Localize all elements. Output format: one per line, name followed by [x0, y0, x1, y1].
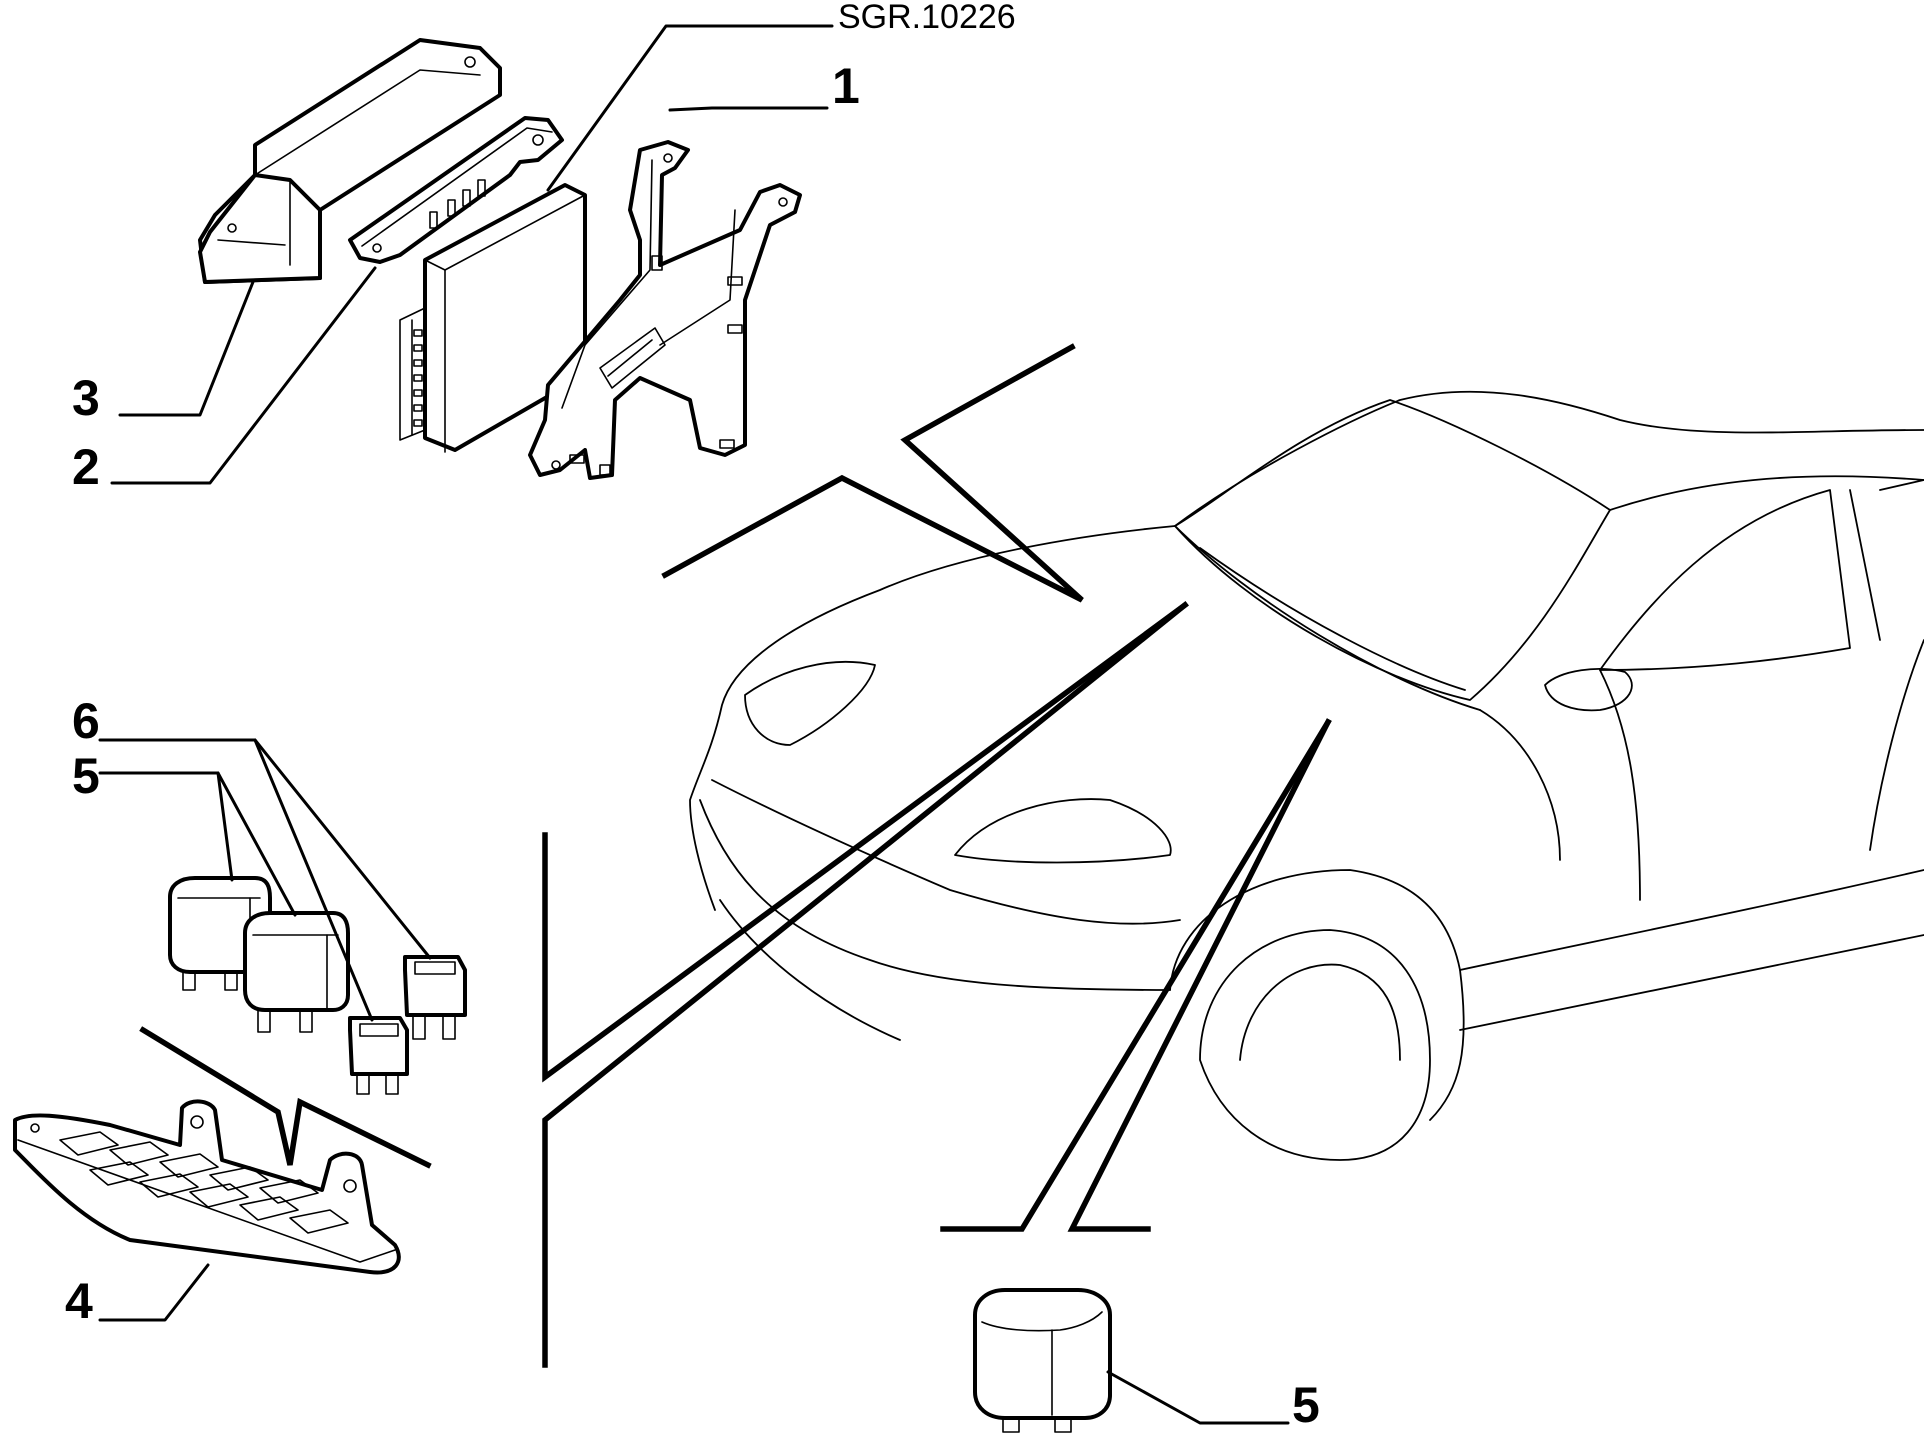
locator-lines — [139, 343, 1332, 1368]
reference-code: SGR.10226 — [838, 0, 1016, 36]
reference-code-leader — [546, 24, 834, 192]
part-3-cover — [198, 38, 502, 284]
callout-5-standalone: 5 — [1292, 1377, 1320, 1433]
car-outline — [689, 390, 1924, 1161]
leader-part-6-b — [253, 738, 432, 960]
callout-2: 2 — [72, 439, 100, 495]
callout-5: 5 — [72, 748, 100, 804]
leader-part-3 — [118, 280, 255, 417]
leader-part-1 — [668, 106, 829, 112]
leader-part-4 — [98, 1263, 210, 1322]
fuse-6-a — [348, 1016, 409, 1095]
leader-part-5-standalone — [1106, 1370, 1290, 1425]
callout-1: 1 — [832, 58, 860, 114]
callout-3: 3 — [72, 370, 100, 426]
leader-part-5-a — [98, 771, 234, 882]
part-4-relay-holder — [13, 1099, 401, 1275]
leader-part-2 — [110, 266, 377, 485]
part-2-bracket — [348, 116, 564, 264]
relay-5-b — [243, 911, 350, 1033]
relay-5-standalone — [973, 1288, 1112, 1433]
callout-6: 6 — [72, 693, 100, 749]
fuse-6-b — [403, 955, 467, 1040]
callout-4: 4 — [65, 1273, 93, 1329]
leader-part-5-b — [216, 771, 297, 917]
part-1-mounting-bracket — [528, 140, 802, 480]
